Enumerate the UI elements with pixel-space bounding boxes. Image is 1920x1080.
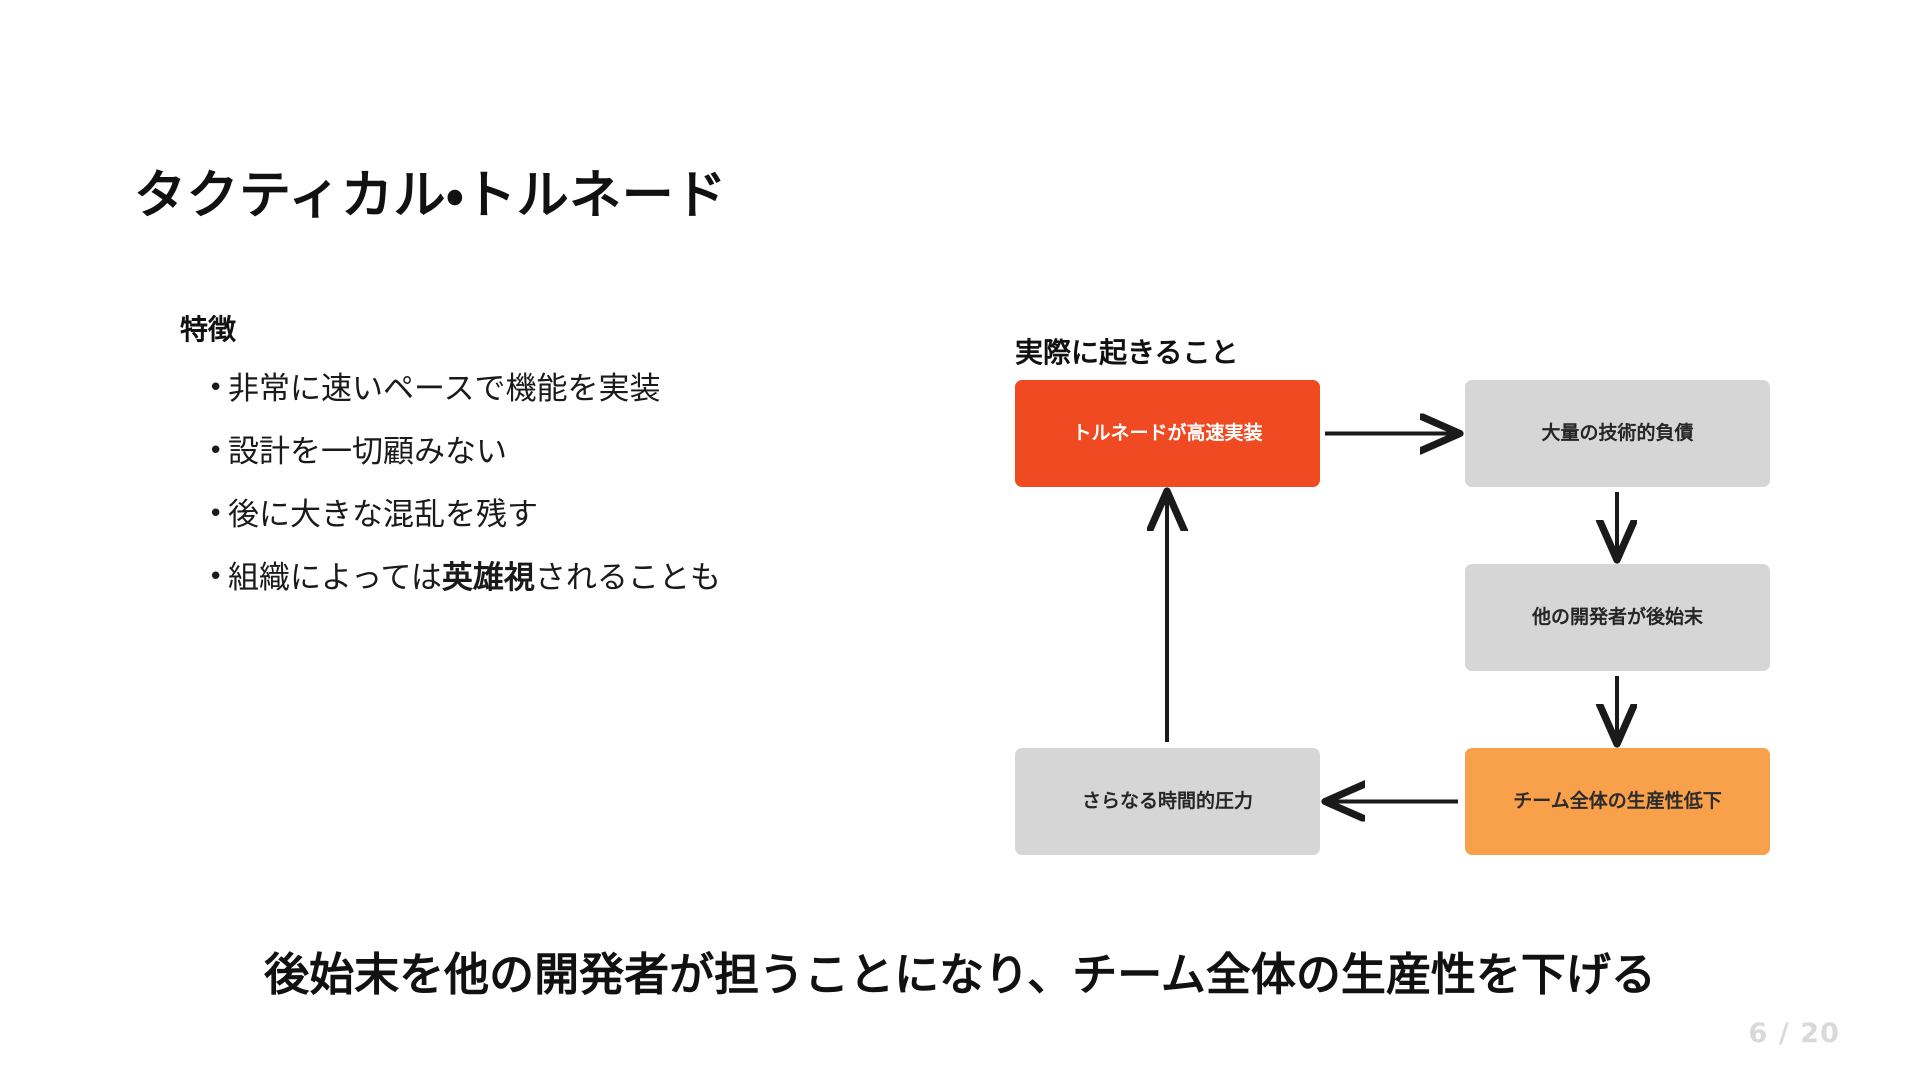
features-bullet-list: • 非常に速いペースで機能を実装 • 設計を一切顧みない • 後に大きな混乱を残…: [180, 371, 800, 594]
list-item-label: 組織によっては英雄視されることも: [228, 563, 800, 594]
features-section: 特徴 • 非常に速いペースで機能を実装 • 設計を一切顧みない • 後に大きな混…: [180, 308, 800, 626]
list-item-emphasis: 英雄視: [441, 560, 535, 596]
diagram-node-technical-debt[interactable]: 大量の技術的負債: [1465, 380, 1770, 487]
list-item-prefix: 組織によっては: [228, 560, 442, 596]
diagram-node-time-pressure[interactable]: さらなる時間的圧力: [1015, 748, 1320, 855]
conclusion-text: 後始末を他の開発者が担うことになり、チーム全体の生産性を下げる: [264, 948, 1656, 1001]
list-item: • 設計を一切顧みない: [180, 434, 800, 470]
list-item-label: 設計を一切顧みない: [228, 434, 507, 470]
consequences-heading: 実際に起きること: [1015, 336, 1239, 370]
bullet-dot-icon: •: [208, 373, 224, 403]
list-item: • 非常に速いペースで機能を実装: [180, 371, 800, 407]
list-item-label: 後に大きな混乱を残す: [228, 497, 538, 533]
tornado-cycle-diagram: トルネードが高速実装 大量の技術的負債 他の開発者が後始末 チーム全体の生産性低…: [1015, 380, 1775, 860]
diagram-node-tornado[interactable]: トルネードが高速実装: [1015, 380, 1320, 487]
diagram-node-productivity-drop[interactable]: チーム全体の生産性低下: [1465, 748, 1770, 855]
page-number: 6 / 20: [1748, 1018, 1840, 1049]
page-title: タクティカル・トルネード: [134, 165, 727, 226]
list-item: • 組織によっては英雄視されることも: [180, 562, 800, 594]
bullet-dot-icon: •: [208, 436, 224, 466]
list-item-label: 非常に速いペースで機能を実装: [228, 371, 661, 407]
features-heading: 特徴: [180, 313, 237, 346]
bullet-dot-icon: •: [208, 562, 224, 592]
list-item-suffix: されることも: [534, 560, 721, 596]
bullet-dot-icon: •: [208, 499, 224, 529]
list-item: • 後に大きな混乱を残す: [180, 497, 800, 533]
diagram-node-cleanup[interactable]: 他の開発者が後始末: [1465, 564, 1770, 671]
